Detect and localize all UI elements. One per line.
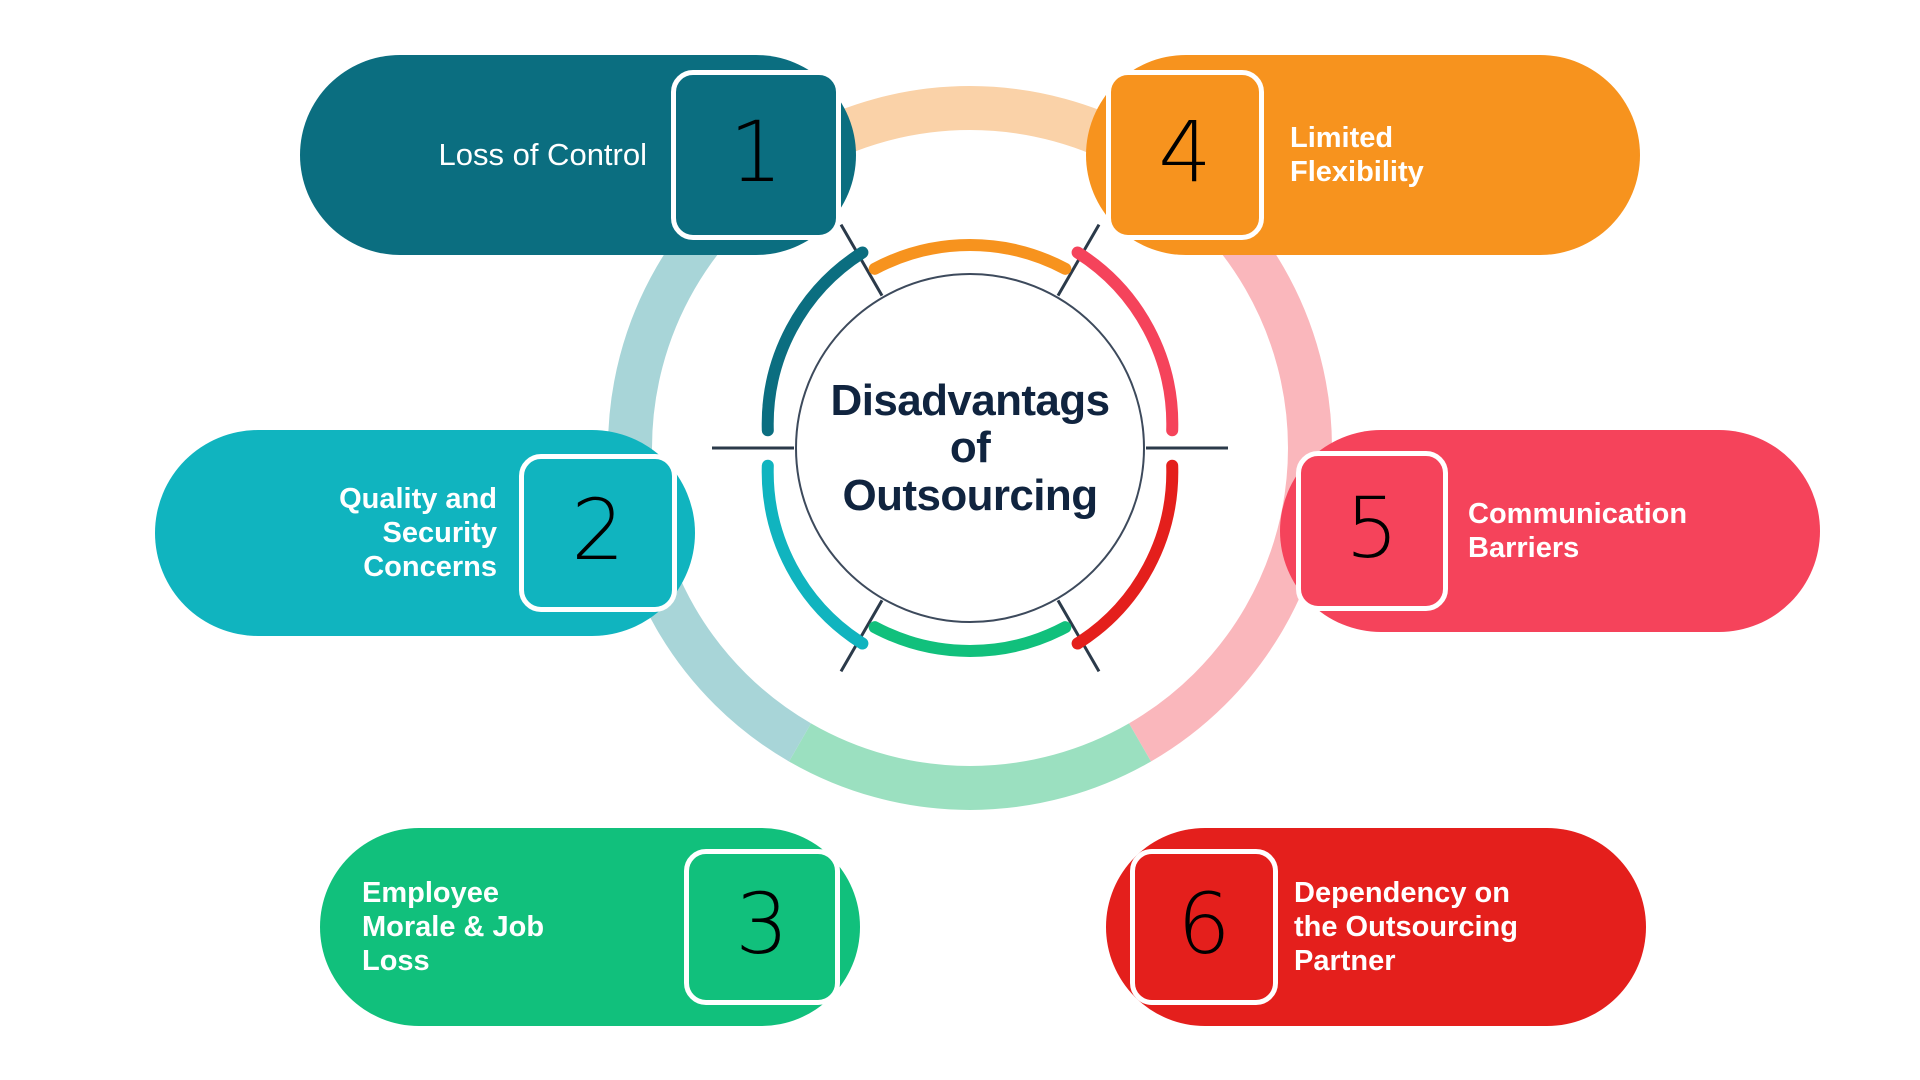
outer-ring-segment-bottom bbox=[789, 723, 1151, 810]
item-label-6: Dependency on the Outsourcing Partner bbox=[1294, 876, 1518, 978]
item-pill-1[interactable]: Loss of Control 1 bbox=[300, 55, 856, 255]
inner-arc-item-2 bbox=[761, 459, 869, 650]
item-badge-2: 2 bbox=[519, 454, 677, 612]
center-hub: Disadvantags of Outsourcing bbox=[795, 273, 1145, 623]
inner-arc-item-1 bbox=[761, 246, 869, 437]
item-label-4: Limited Flexibility bbox=[1290, 121, 1424, 188]
item-label-2: Quality and Security Concerns bbox=[339, 482, 497, 584]
item-number-6: 6 bbox=[1177, 875, 1231, 973]
inner-arc-item-3 bbox=[868, 621, 1072, 657]
inner-colour-arcs bbox=[761, 239, 1179, 657]
item-label-3: Employee Morale & Job Loss bbox=[362, 876, 545, 978]
item-number-1: 1 bbox=[729, 103, 783, 201]
inner-arc-item-6 bbox=[1071, 459, 1179, 650]
item-label-5: Communication Barriers bbox=[1468, 497, 1688, 564]
item-number-2: 2 bbox=[571, 481, 625, 579]
inner-arc-item-5 bbox=[1071, 246, 1179, 437]
item-label-1: Loss of Control bbox=[438, 136, 648, 172]
item-pill-5[interactable]: 5 Communication Barriers bbox=[1280, 430, 1820, 632]
item-pill-6[interactable]: 6 Dependency on the Outsourcing Partner bbox=[1106, 828, 1646, 1026]
item-pill-2[interactable]: Quality and Security Concerns 2 bbox=[155, 430, 695, 636]
item-badge-5: 5 bbox=[1296, 451, 1448, 611]
item-pill-3[interactable]: Employee Morale & Job Loss 3 bbox=[320, 828, 860, 1026]
item-badge-4: 4 bbox=[1106, 70, 1264, 240]
item-number-5: 5 bbox=[1345, 479, 1399, 577]
item-number-3: 3 bbox=[735, 875, 789, 973]
item-badge-1: 1 bbox=[671, 70, 841, 240]
item-badge-6: 6 bbox=[1130, 849, 1278, 1005]
center-title: Disadvantags of Outsourcing bbox=[830, 376, 1111, 520]
item-pill-4[interactable]: 4 Limited Flexibility bbox=[1086, 55, 1640, 255]
inner-arc-item-4 bbox=[868, 239, 1072, 275]
item-badge-3: 3 bbox=[684, 849, 840, 1005]
item-number-4: 4 bbox=[1158, 103, 1212, 201]
